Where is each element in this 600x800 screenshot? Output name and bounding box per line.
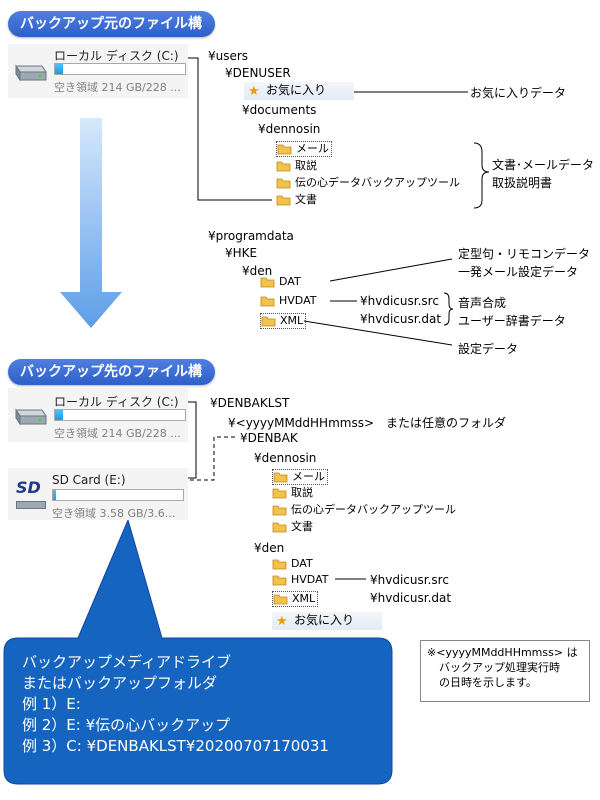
folder-xml[interactable]: XML [260,313,307,329]
folder-hvdat[interactable]: HVDAT [260,294,316,308]
folder-torisetsu[interactable]: 取説 [276,159,317,173]
folder-icon [272,505,287,516]
tree-den: ¥den [254,541,285,555]
capacity-bar-fill [55,410,63,420]
folder-hvdat[interactable]: HVDAT [272,573,328,587]
folder-icon [260,296,275,307]
tree-programdata: ¥programdata [208,229,294,243]
annotation-phrase-remote: 定型句・リモコンデータ [458,247,591,261]
folder-icon [272,575,287,586]
folder-icon [272,559,287,570]
folder-icon [273,472,288,483]
callout-text: バックアップメディアドライブ またはバックアップフォルダ 例 1）E: 例 2）… [22,652,329,757]
tree-users: ¥users [208,49,249,63]
callout-line-2: またはバックアップフォルダ [22,674,218,692]
folder-dat[interactable]: DAT [260,275,301,289]
folder-bunsho[interactable]: 文書 [276,193,317,207]
folder-icon [276,161,291,172]
file-hvdicusr-src: ¥hvdicusr.src [370,573,449,587]
dest-drive-c[interactable]: ローカル ディスク (C:) 空き領域 214 GB/228 ... [8,388,188,442]
free-space: 空き領域 214 GB/228 ... [54,81,181,94]
drive-name: SD Card (E:) [52,473,126,487]
source-banner: バックアップ元のファイル構成 [8,11,215,58]
favorites-star-icon: ★ [276,614,288,629]
drive-name: ローカル ディスク (C:) [54,395,179,409]
annotation-manual: 取扱説明書 [492,176,553,190]
annotation-favorites-data: お気に入りデータ [470,86,567,100]
free-space: 空き領域 214 GB/228 ... [54,427,181,440]
tree-den: ¥den [242,264,273,278]
folder-icon [261,316,276,327]
dest-drive-sd[interactable]: SD SD Card (E:) 空き領域 3.58 GB/3.6... [8,468,188,520]
annotation-bulk-mail: 一発メール設定データ [458,265,579,279]
capacity-bar-fill [53,490,56,500]
folder-bunsho[interactable]: 文書 [272,520,313,534]
folder-icon [260,277,275,288]
favorites-folder[interactable]: ★ お気に入り [244,82,354,100]
folder-icon [276,195,291,206]
tree-denbaklst: ¥DENBAKLST [210,396,290,410]
dest-banner: バックアップ先のファイル構成 [8,359,215,406]
folder-icon [272,488,287,499]
drive-name: ローカル ディスク (C:) [54,49,179,63]
callout-shape [3,518,393,785]
folder-denno-backup-tool[interactable]: 伝の心データバックアップツール [276,176,460,190]
tree-denbak: ¥DENBAK [240,431,298,445]
folder-xml[interactable]: XML [272,591,319,607]
favorites-folder[interactable]: ★ お気に入り [272,612,382,630]
tree-hke: ¥HKE [225,246,258,260]
date-format-note: ※<yyyyMMddHHmmss> は バックアップ処理実行時 の日時を示します… [420,640,590,702]
file-hvdicusr-src: ¥hvdicusr.src [360,294,439,308]
folder-mail[interactable]: メール [276,141,332,157]
folder-icon [277,144,292,155]
callout-line-5: 例 3）C: ¥DENBAKLST¥20200707170031 [22,737,329,755]
file-hvdicusr-dat: ¥hvdicusr.dat [370,591,452,605]
sd-card-icon: SD [12,474,48,514]
down-arrow [60,118,122,328]
folder-mail[interactable]: メール [272,469,328,485]
tree-dennosin: ¥dennosin [258,122,321,136]
folder-icon [272,522,287,533]
capacity-bar [54,63,186,75]
favorites-star-icon: ★ [248,84,260,99]
capacity-bar [52,489,184,501]
callout-line-4: 例 2）E: ¥伝の心バックアップ [22,716,231,734]
annotation-doc-mail: 文書･メールデータ [492,158,595,172]
capacity-bar [54,409,186,421]
annotation-user-dict: ユーザー辞書データ [458,314,566,328]
hard-drive-icon [15,64,47,82]
annotation-voice-synth: 音声合成 [458,296,507,310]
source-drive-c[interactable]: ローカル ディスク (C:) 空き領域 214 GB/228 ... [8,44,188,98]
folder-torisetsu[interactable]: 取説 [272,486,313,500]
free-space: 空き領域 3.58 GB/3.6... [52,507,176,520]
annotation-settings: 設定データ [458,342,519,356]
tree-documents: ¥documents [242,103,317,117]
file-hvdicusr-dat: ¥hvdicusr.dat [360,312,442,326]
capacity-bar-fill [55,64,63,74]
tree-dennosin: ¥dennosin [254,451,317,465]
callout-line-3: 例 1）E: [22,695,81,713]
tree-denuser: ¥DENUSER [225,66,291,80]
callout-line-1: バックアップメディアドライブ [22,653,231,671]
folder-icon [276,178,291,189]
tree-date-folder: ¥<yyyyMMddHHmmss> または任意のフォルダ [228,416,507,430]
hard-drive-icon [15,408,47,426]
folder-dat[interactable]: DAT [272,557,313,571]
folder-denno-backup-tool[interactable]: 伝の心データバックアップツール [272,503,456,517]
folder-icon [273,594,288,605]
